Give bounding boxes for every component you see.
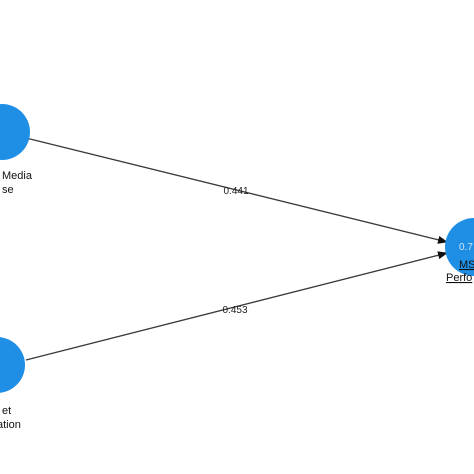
market-orientation-label-line1: et [2,405,11,417]
path-market-orientation-to-performance[interactable] [25,251,448,361]
path-coefficient-market-orientation: 0.453 [222,305,247,316]
market-orientation-label-line2: ation [0,419,21,431]
social-media-label-line1: Media [2,170,33,182]
msme-performance-label-line1: MS [459,259,474,271]
market-orientation-node[interactable] [0,337,25,393]
msme-performance-node[interactable] [445,218,474,276]
path-social-media-to-performance[interactable] [25,137,448,244]
path-coefficient-social-media: 0.441 [223,186,248,197]
social-media-label-line2: se [2,184,14,196]
social-media-node[interactable] [0,104,30,160]
msme-performance-r-squared: 0.7 [459,242,473,253]
msme-performance-label-line2: Perfo [446,272,472,284]
